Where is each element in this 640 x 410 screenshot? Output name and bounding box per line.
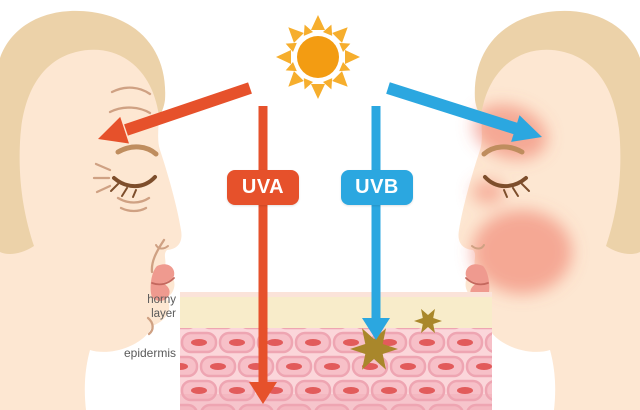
uvb-damage-burst [350,308,442,370]
horny-layer-band [180,292,492,328]
basal-row-tint [180,394,492,410]
right-mouth-line [465,277,489,286]
left-lips [150,264,175,301]
sun-core [297,36,339,78]
burst-large [350,328,398,370]
left-closed-eye [112,175,157,189]
right-face-hair [474,10,640,254]
skin-cross-section [180,292,492,410]
left-nostril [155,244,169,250]
right-eyelashes [503,183,530,198]
epidermis-label: epidermis [123,346,176,360]
right-lips [465,264,490,301]
uvb-penetration-arrow [362,106,390,340]
left-face-wrinkles [92,86,166,336]
uva-penetration-arrow [249,106,277,404]
right-closed-eye [483,175,528,189]
left-eyebrow [115,144,159,157]
sun-icon [276,15,360,99]
horny-layer-label: horny layer [147,294,176,320]
horny-layer-top-edge [180,292,492,297]
uvb-diagonal-arrow [386,82,542,142]
aged-face-left [0,10,182,410]
uva-label-badge: UVA [227,170,299,205]
left-mouth-line [151,277,175,286]
epidermis-cells [180,328,492,410]
right-eyebrow [481,144,525,157]
right-nostril [471,244,485,250]
uvb-label-badge: UVB [341,170,413,205]
burst-small [414,308,442,334]
left-face-skin [0,42,182,410]
uva-diagonal-arrow [98,82,252,144]
left-face-hair [0,10,166,254]
left-eyelashes [110,183,137,198]
